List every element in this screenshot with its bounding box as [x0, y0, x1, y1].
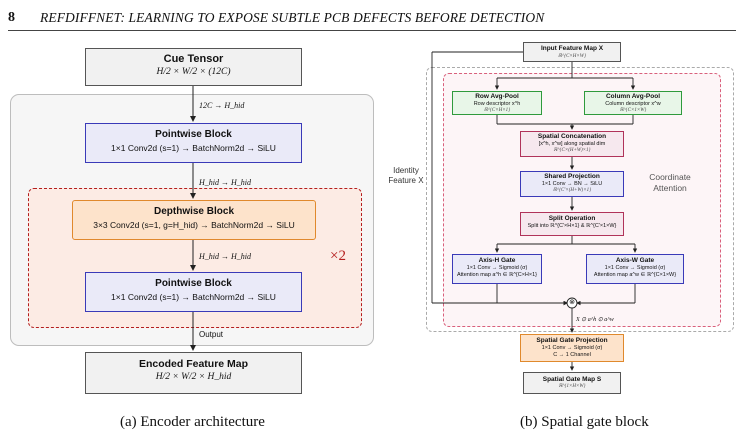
axis-h-title: Axis-H Gate	[478, 257, 516, 264]
pointwise-block-1: Pointwise Block 1×1 Conv2d (s=1) → Batch…	[85, 123, 302, 163]
axis-h-line1: 1×1 Conv → Sigmoid (σ)	[466, 265, 528, 271]
axis-h-gate-box: Axis-H Gate 1×1 Conv → Sigmoid (σ) Atten…	[452, 254, 542, 284]
pointwise-1-title: Pointwise Block	[155, 129, 232, 140]
depthwise-title: Depthwise Block	[153, 206, 235, 217]
caption-a: (a) Encoder architecture	[120, 414, 265, 430]
coordinate-attention-region	[443, 73, 721, 327]
concat-title: Spatial Concatenation	[537, 133, 607, 140]
output-dims: ℝ^{1×H×W}	[558, 384, 586, 389]
gate-proj-line2: C → 1 Channel	[553, 351, 591, 358]
axis-w-gate-box: Axis-W Gate 1×1 Conv → Sigmoid (σ) Atten…	[586, 254, 684, 284]
running-title: REFDIFFNET: LEARNING TO EXPOSE SUBTLE PC…	[40, 10, 545, 25]
split-title: Split Operation	[548, 215, 596, 222]
pointwise-1-desc: 1×1 Conv2d (s=1) → BatchNorm2d → SiLU	[111, 143, 276, 153]
coord-line2: Attention	[653, 183, 687, 193]
encoded-title: Encoded Feature Map	[138, 358, 249, 370]
col-pool-line2: ℝ^{C×1×W}	[619, 107, 647, 113]
spatial-gate-outer-container	[426, 67, 734, 332]
axis-w-title: Axis-W Gate	[615, 257, 655, 264]
label-mid-2: H_hid → H_hid	[199, 252, 251, 261]
gate-proj-title: Spatial Gate Projection	[536, 337, 608, 344]
pointwise-block-2: Pointwise Block 1×1 Conv2d (s=1) → Batch…	[85, 272, 302, 312]
input-title: Input Feature Map X	[540, 45, 604, 52]
row-pool-title: Row Avg-Pool	[475, 93, 519, 100]
depthwise-block: Depthwise Block 3×3 Conv2d (s=1, g=H_hid…	[72, 200, 316, 240]
concat-line1: [x^h, x^w] along spatial dim	[538, 141, 606, 147]
split-line1: Split into ℝ^{C'×H×1} & ℝ^{C'×1×W}	[527, 223, 617, 229]
identity-label: Identity Feature X	[384, 166, 428, 186]
coordinate-attention-label: Coordinate Attention	[640, 172, 700, 194]
output-label: Output	[199, 330, 224, 339]
cue-tensor-dims: H/2 × W/2 × (12C)	[156, 67, 231, 77]
label-in-channels: 12C → H_hid	[199, 101, 245, 110]
spatial-gate-map-box: Spatial Gate Map S ℝ^{1×H×W}	[523, 372, 621, 394]
label-mid-1: H_hid → H_hid	[199, 178, 251, 187]
col-pool-line1: Column descriptor x^w	[605, 101, 661, 107]
axis-w-line1: 1×1 Conv → Sigmoid (σ)	[604, 265, 666, 271]
identity-line1: Identity	[393, 166, 419, 175]
cue-tensor-title: Cue Tensor	[163, 53, 224, 65]
spatial-gate-projection-box: Spatial Gate Projection 1×1 Conv → Sigmo…	[520, 334, 624, 362]
caption-b: (b) Spatial gate block	[520, 414, 649, 430]
identity-line2: Feature X	[388, 176, 424, 185]
pointwise-2-desc: 1×1 Conv2d (s=1) → BatchNorm2d → SiLU	[111, 292, 276, 302]
row-pool-line2: ℝ^{C×H×1}	[483, 107, 511, 113]
spatial-gate-arrows	[431, 51, 638, 371]
depthwise-desc: 3×3 Conv2d (s=1, g=H_hid) → BatchNorm2d …	[93, 220, 295, 230]
input-dims: ℝ^{C×H×W}	[558, 54, 586, 59]
shared-line2: ℝ^{C'×(H+W)×1}	[552, 187, 592, 193]
row-pool-line1: Row descriptor x^h	[473, 101, 521, 107]
encoded-feature-map-box: Encoded Feature Map H/2 × W/2 × H_hid	[85, 352, 302, 394]
column-avg-pool-box: Column Avg-Pool Column descriptor x^w ℝ^…	[584, 91, 682, 115]
shared-line1: 1×1 Conv → BN → SiLU	[541, 181, 603, 187]
pointwise-2-title: Pointwise Block	[155, 278, 232, 289]
axis-w-line2: Attention map a^w ∈ ℝ^{C×1×W}	[593, 271, 677, 278]
col-pool-title: Column Avg-Pool	[605, 93, 661, 100]
axis-h-line2: Attention map a^h ∈ ℝ^{C×H×1}	[456, 271, 538, 278]
row-avg-pool-box: Row Avg-Pool Row descriptor x^h ℝ^{C×H×1…	[452, 91, 542, 115]
output-title: Spatial Gate Map S	[542, 376, 602, 383]
encoded-dims: H/2 × W/2 × H_hid	[155, 372, 232, 382]
split-operation-box: Split Operation Split into ℝ^{C'×H×1} & …	[520, 212, 624, 236]
spatial-concatenation-box: Spatial Concatenation [x^h, x^w] along s…	[520, 131, 624, 157]
multiply-symbol: ⊗	[569, 299, 575, 306]
cue-tensor-box: Cue Tensor H/2 × W/2 × (12C)	[85, 48, 302, 86]
coord-line1: Coordinate	[649, 172, 691, 182]
input-feature-map-box: Input Feature Map X ℝ^{C×H×W}	[523, 42, 621, 62]
page-header: 8 REFDIFFNET: LEARNING TO EXPOSE SUBTLE …	[8, 8, 736, 31]
shared-title: Shared Projection	[544, 173, 600, 180]
page-number: 8	[8, 10, 15, 25]
repeat-count: ×2	[330, 248, 346, 264]
shared-projection-box: Shared Projection 1×1 Conv → BN → SiLU ℝ…	[520, 171, 624, 197]
encoder-arrows	[190, 86, 196, 351]
multiply-label: X ⊙ a^h ⊙ a^w	[576, 317, 614, 323]
gate-proj-line1: 1×1 Conv → Sigmoid (σ)	[541, 345, 603, 351]
concat-line2: ℝ^{C×(H+W)×1}	[553, 147, 591, 153]
